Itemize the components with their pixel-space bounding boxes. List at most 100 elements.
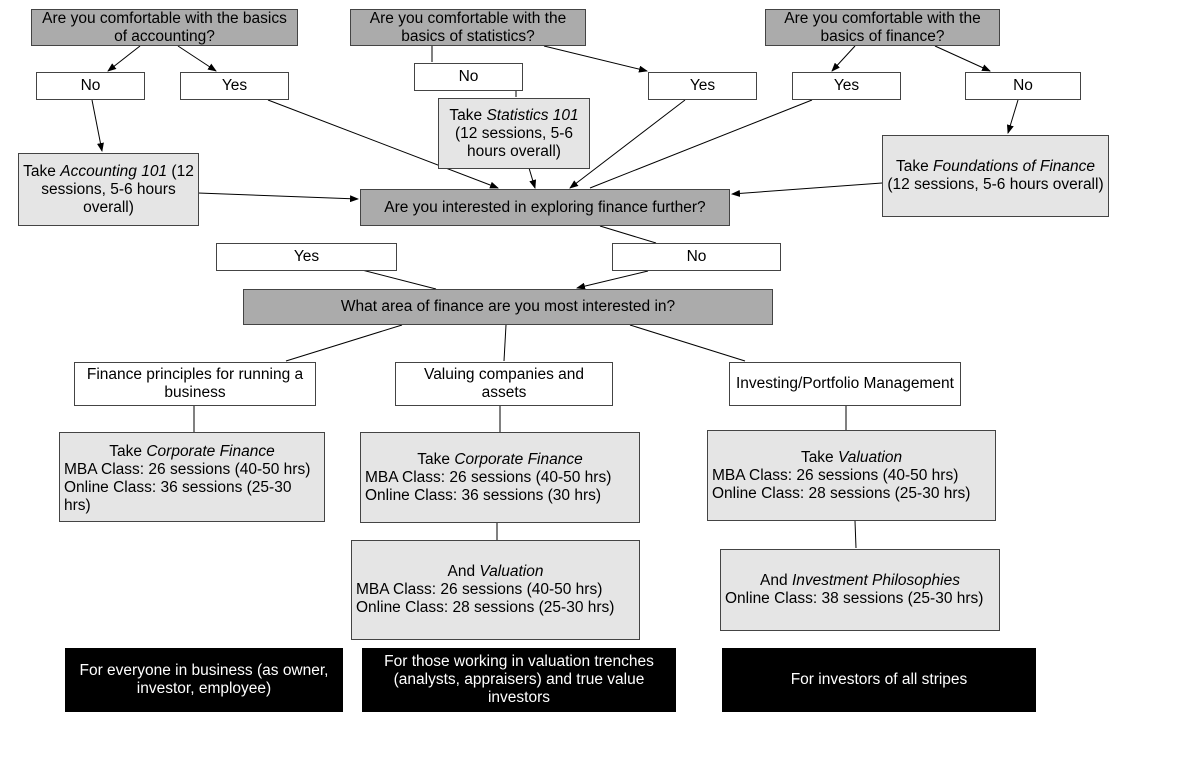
course-title: And Valuation xyxy=(356,563,635,581)
course-online-line: Online Class: 38 sessions (25-30 hrs) xyxy=(725,590,984,607)
course-title: Take Corporate Finance xyxy=(365,451,635,469)
audience-valuation-text: For those working in valuation trenches … xyxy=(384,653,654,706)
area-valuing-text: Valuing companies and assets xyxy=(424,366,584,401)
audience-business-text: For everyone in business (as owner, inve… xyxy=(79,662,329,697)
connector-yes-to-area xyxy=(361,269,437,290)
course-name: Corporate Finance xyxy=(454,450,583,468)
question-finance-area: What area of finance are you most intere… xyxy=(243,289,773,325)
connector-accounting-yes xyxy=(177,45,217,72)
course-name: Valuation xyxy=(838,448,903,466)
finance-no-answer: No xyxy=(965,72,1081,100)
connector-explore-no xyxy=(599,225,657,244)
course-name: Investment Philosophies xyxy=(791,572,960,589)
course-prefix: Take xyxy=(417,450,451,468)
question-statistics: Are you comfortable with the basics of s… xyxy=(350,9,586,46)
accounting-no-answer: No xyxy=(36,72,145,100)
take-prefix: Take xyxy=(449,106,483,124)
connector-area-investing xyxy=(629,324,746,362)
statistics-no-answer: No xyxy=(414,63,523,91)
answer-label: Yes xyxy=(221,77,248,94)
accounting-yes-answer: Yes xyxy=(180,72,289,100)
question-statistics-text: Are you comfortable with the basics of s… xyxy=(369,9,567,45)
connector-finance-no xyxy=(934,45,991,72)
area-valuing: Valuing companies and assets xyxy=(395,362,613,406)
connector-area-valuing xyxy=(503,324,507,362)
answer-label: No xyxy=(458,68,479,85)
take-prefix: Take xyxy=(895,158,929,175)
course-mba-line: MBA Class: 26 sessions (40-50 hrs) xyxy=(365,468,612,486)
answer-label: No xyxy=(686,248,707,265)
answer-label: Yes xyxy=(833,77,860,94)
course-online-line: Online Class: 36 sessions (30 hrs) xyxy=(365,486,602,504)
course-detail: (12 sessions, 5-6 hours overall) xyxy=(887,176,1104,193)
course-name: Accounting 101 xyxy=(60,162,168,180)
area-investing-text: Investing/Portfolio Management xyxy=(736,375,954,392)
explore-yes-answer: Yes xyxy=(216,243,397,271)
course-valuation-investing: Take Valuation MBA Class: 26 sessions (4… xyxy=(707,430,996,521)
connector-area-business xyxy=(285,324,403,362)
statistics-yes-answer: Yes xyxy=(648,72,757,100)
finance-yes-answer: Yes xyxy=(792,72,901,100)
course-corporate-finance-business: Take Corporate Finance MBA Class: 26 ses… xyxy=(59,432,325,522)
take-foundations-of-finance: Take Foundations of Finance (12 sessions… xyxy=(882,135,1109,217)
question-explore-text: Are you interested in exploring finance … xyxy=(384,198,706,216)
course-mba-line: MBA Class: 26 sessions (40-50 hrs) xyxy=(64,461,311,478)
course-corporate-finance-valuing: Take Corporate Finance MBA Class: 26 ses… xyxy=(360,432,640,523)
course-detail: (12 sessions, 5-6 hours overall) xyxy=(454,124,574,160)
question-finance-text: Are you comfortable with the basics of f… xyxy=(784,9,981,45)
course-title: And Investment Philosophies xyxy=(725,572,995,590)
course-valuation-valuing: And Valuation MBA Class: 26 sessions (40… xyxy=(351,540,640,640)
course-online-line: Online Class: 28 sessions (25-30 hrs) xyxy=(712,484,971,502)
area-business-text: Finance principles for running a busines… xyxy=(86,366,304,401)
audience-investors-text: For investors of all stripes xyxy=(790,671,968,688)
course-prefix: And xyxy=(447,563,476,580)
audience-investors: For investors of all stripes xyxy=(722,648,1036,712)
question-area-text: What area of finance are you most intere… xyxy=(340,298,676,315)
course-prefix: Take xyxy=(800,448,834,466)
answer-label: No xyxy=(1013,77,1033,94)
answer-label: Yes xyxy=(689,77,716,94)
audience-business: For everyone in business (as owner, inve… xyxy=(65,648,343,712)
question-accounting-text: Are you comfortable with the basics of a… xyxy=(42,9,287,45)
connector-valuation-to-philosophies xyxy=(854,520,857,549)
take-foundations-of-finance-text: Take Foundations of Finance (12 sessions… xyxy=(887,158,1104,194)
course-online-line: Online Class: 28 sessions (25-30 hrs) xyxy=(356,599,615,616)
explore-no-answer: No xyxy=(612,243,781,271)
answer-label: No xyxy=(80,77,101,94)
connector-accounting-no-to-take xyxy=(91,99,104,152)
connector-take-finance-to-explore xyxy=(731,182,883,197)
connector-take-statistics-to-explore xyxy=(528,167,537,189)
course-online-line: Online Class: 36 sessions (25-30 hrs) xyxy=(64,479,292,514)
course-mba-line: MBA Class: 26 sessions (40-50 hrs) xyxy=(712,466,959,484)
area-business: Finance principles for running a busines… xyxy=(74,362,316,406)
connector-take-accounting-to-explore xyxy=(197,192,359,203)
connector-accounting-yes-to-explore xyxy=(267,99,499,189)
answer-label: Yes xyxy=(293,248,320,265)
take-prefix: Take xyxy=(23,162,56,180)
connector-finance-yes xyxy=(831,45,856,72)
course-name: Foundations of Finance xyxy=(933,158,1096,175)
take-accounting-101-text: Take Accounting 101 (12 sessions, 5-6 ho… xyxy=(23,163,194,217)
course-name: Corporate Finance xyxy=(146,443,275,460)
course-investment-philosophies: And Investment Philosophies Online Class… xyxy=(720,549,1000,631)
connector-finance-no-to-take xyxy=(1006,99,1019,134)
course-title: Take Valuation xyxy=(712,449,991,467)
area-investing: Investing/Portfolio Management xyxy=(729,362,961,406)
course-name: Valuation xyxy=(479,563,544,580)
question-accounting: Are you comfortable with the basics of a… xyxy=(31,9,298,46)
course-prefix: Take xyxy=(109,443,143,460)
course-detail: (12 sessions, 5-6 hours overall) xyxy=(41,162,194,216)
take-statistics-101: Take Statistics 101 (12 sessions, 5-6 ho… xyxy=(438,98,590,169)
course-mba-line: MBA Class: 26 sessions (40-50 hrs) xyxy=(356,581,603,598)
connector-no-to-area xyxy=(576,270,649,290)
audience-valuation: For those working in valuation trenches … xyxy=(362,648,676,712)
course-name: Statistics 101 xyxy=(486,106,579,124)
take-accounting-101: Take Accounting 101 (12 sessions, 5-6 ho… xyxy=(18,153,199,226)
connector-finance-yes-to-explore xyxy=(589,99,813,189)
connector-statistics-yes xyxy=(543,45,648,73)
take-statistics-101-text: Take Statistics 101 (12 sessions, 5-6 ho… xyxy=(443,107,585,161)
course-prefix: And xyxy=(760,572,788,589)
question-explore-finance: Are you interested in exploring finance … xyxy=(360,189,730,226)
